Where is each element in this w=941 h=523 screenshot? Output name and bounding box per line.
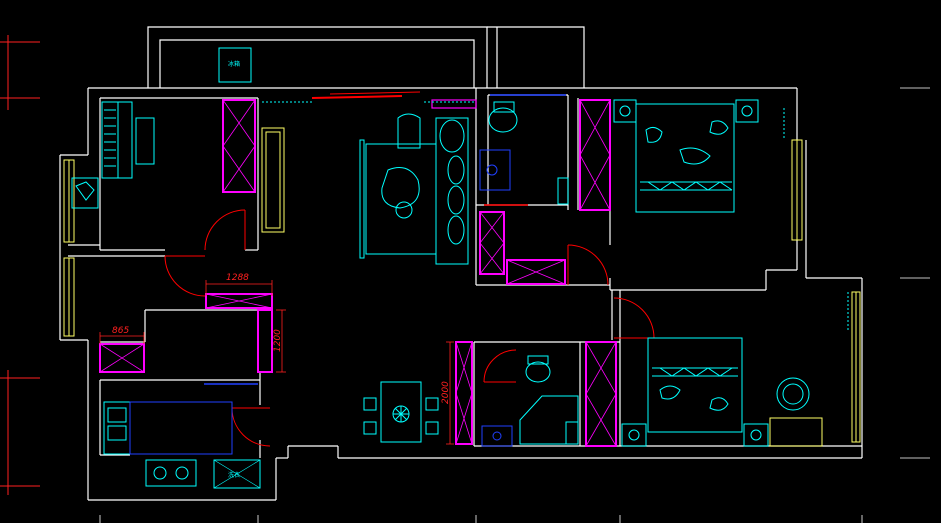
bedroom2-wardrobe (585, 341, 617, 447)
basin-top (479, 149, 511, 191)
dim-label-corridor-depth: 1200 (273, 329, 283, 352)
study-chair (71, 177, 99, 209)
windows (63, 139, 861, 443)
study-desk (101, 101, 155, 179)
study-wardrobe (222, 99, 256, 193)
corridor-shoe-cabinet (257, 309, 273, 373)
fridge-tag: 冰箱 (228, 60, 240, 68)
tv-cabinet (261, 127, 285, 233)
kitchen-counter (103, 401, 233, 455)
furniture (71, 47, 849, 489)
axis-ticks-right (900, 87, 930, 459)
dining-table (363, 381, 439, 443)
small-cabinet-left (99, 343, 145, 373)
living-sofa (359, 113, 469, 265)
dim-label-corridor-cabinet: 865 (112, 326, 129, 336)
corridor-cabinet (205, 293, 273, 309)
fridge-top (218, 47, 252, 83)
dim-label-bathroom-cabinet: 2000 (441, 381, 451, 404)
bath-top-cabinet (479, 211, 505, 275)
axis-ticks-bottom (99, 515, 863, 523)
bath-bottom-radiator (565, 421, 579, 445)
bedroom1-bed (613, 99, 759, 213)
bedroom2-bed (621, 337, 823, 447)
dim-label-living-cabinet: 1288 (226, 273, 249, 283)
toilet-bottom (525, 355, 551, 383)
dimension-lines (99, 280, 454, 445)
bedroom1-wardrobe (579, 99, 611, 211)
axis-ticks-left (0, 35, 40, 495)
doors (164, 91, 655, 447)
washer (213, 459, 261, 489)
washer-tag: 洗衣 (228, 471, 240, 479)
stove (145, 459, 197, 487)
bath-top-strip (431, 99, 477, 109)
bath-top-radiator (557, 177, 569, 205)
bath-top-cabinet-2 (506, 259, 566, 285)
yellow-items (261, 127, 285, 233)
blue-accents (204, 94, 566, 385)
shower-bottom (481, 395, 579, 447)
toilet-top (488, 101, 518, 133)
bath-bottom-cabinet (455, 341, 473, 445)
cabinets (99, 99, 617, 447)
